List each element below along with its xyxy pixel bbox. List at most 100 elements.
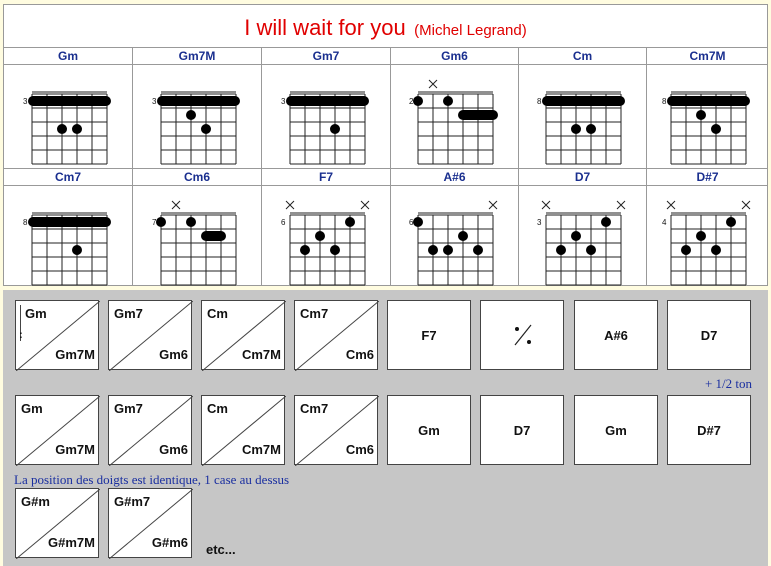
muted-string-marker [616,200,626,210]
measure-divider [16,489,100,559]
fretboard-diagram: 8 [23,212,111,286]
chord-name: Gm7 [262,48,390,65]
single-measure-box: Gm [387,395,471,465]
measure-divider [295,301,379,371]
first-chord: Gm [21,401,43,416]
first-chord: Gm7 [114,401,143,416]
position-note: La position des doigts est identique, 1 … [14,472,290,487]
finger-dot [696,110,706,120]
measure-chord: D7 [700,327,718,343]
first-chord: Cm7 [300,306,329,321]
fret-number: 3 [23,97,28,106]
finger-dot [443,96,453,106]
single-measure-box: F7 [387,300,471,370]
finger-dot [330,124,340,134]
barre [542,96,625,106]
chord-name: Cm6 [133,169,261,186]
fret-number: 8 [23,218,28,227]
chord-name: D7 [519,169,646,186]
muted-string-marker [741,200,751,210]
fret-number: 3 [281,97,286,106]
measure-chord: F7 [421,327,437,343]
measure-chord: D7 [513,422,531,438]
fret-number: 6 [409,218,414,227]
finger-dot [696,231,706,241]
fret-number: 6 [281,218,286,227]
chord-name: Cm [519,48,646,65]
second-chord: Gm6 [159,442,188,457]
barre [28,96,111,106]
fretboard-diagram: 3 [537,200,626,286]
muted-string-marker [541,200,551,210]
finger-dot [711,245,721,255]
fretboard-diagram: 2 [409,79,498,165]
finger-dot [571,124,581,134]
chord-name: A#6 [391,169,518,186]
song-title: I will wait for you [244,15,406,40]
single-measure-box: D7 [667,300,751,370]
fret-number: 3 [152,97,157,106]
finger-dot [571,231,581,241]
chord-name: F7 [262,169,390,186]
fretboard-diagram: 7 [152,200,237,286]
finger-dot [473,245,483,255]
fret-number: 4 [662,218,667,227]
second-chord: Cm7M [241,442,281,457]
muted-string-marker [488,200,498,210]
finger-dot [556,245,566,255]
half-tone-note: + 1/2 ton [704,376,752,391]
fretboard-diagram: 3 [281,91,369,165]
fret-number: 7 [152,218,157,227]
finger-dot [57,124,67,134]
finger-dot [726,217,736,227]
first-chord: Gm [25,306,47,321]
finger-dot [72,124,82,134]
chord-diagram-cell: F7 6 [262,169,391,286]
second-chord: G#m6 [151,535,188,550]
chord-name: Cm7M [647,48,768,65]
second-chord: Cm6 [345,347,374,362]
muted-string-marker [360,200,370,210]
finger-dot [413,217,423,227]
second-chord: Gm7M [55,442,95,457]
first-chord: G#m7 [114,494,151,509]
barre [286,96,369,106]
measure-chord: Gm [418,422,440,438]
fretboard-diagram: 6 [409,200,498,286]
chord-diagram-cell: Cm 8 [519,48,647,169]
finger-dot [72,245,82,255]
second-chord: Gm7M [55,347,95,362]
repeat-start-dots: : [19,329,23,341]
finger-dot [711,124,721,134]
fret-number: 8 [662,97,667,106]
finger-dot [413,96,423,106]
chord-diagram-cell: Cm7M 8 [647,48,768,169]
second-chord: G#m7M [48,535,95,550]
fretboard-diagram: 8 [662,91,750,165]
measure-chord: D#7 [697,422,721,438]
single-measure-box: Gm [574,395,658,465]
finger-dot [586,124,596,134]
first-chord: Cm [207,401,228,416]
first-chord: Gm7 [114,306,143,321]
finger-dot [345,217,355,227]
chord-diagram-cell: Gm7 3 [262,48,391,169]
second-chord: Cm6 [345,442,374,457]
finger-dot [681,245,691,255]
measure-divider [295,396,379,466]
finger-dot [156,217,166,227]
fretboard-diagram: 3 [152,91,240,165]
second-chord: Cm7M [241,347,281,362]
measure-divider [16,396,100,466]
fret-number: 8 [537,97,542,106]
muted-string-marker [285,200,295,210]
